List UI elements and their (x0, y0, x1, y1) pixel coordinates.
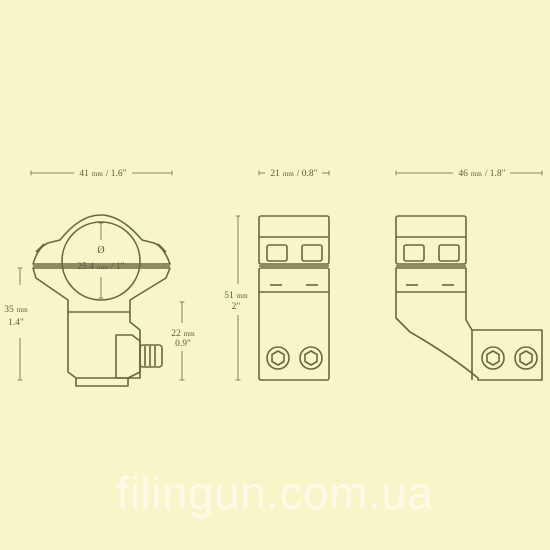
side-top-screw-right (301, 244, 323, 262)
side-cap-block (258, 215, 330, 265)
offset-top-screw-left (403, 244, 425, 262)
dim-label-clamp-height-inch: 0.9" (175, 339, 191, 349)
dim-label-mount-height-inch: 1.4" (8, 318, 24, 328)
offset-bolt-right (514, 346, 538, 370)
side-bolt-left (266, 346, 290, 370)
front-ring-body (32, 267, 171, 313)
offset-top-screw-right (438, 244, 460, 262)
side-top-screw-left (266, 244, 288, 262)
offset-body (395, 267, 543, 381)
front-cap-ear-left (35, 243, 45, 253)
offset-cap-block (395, 215, 467, 265)
offset-side-view (395, 215, 543, 381)
dim-label-diameter-symbol: Ø (97, 245, 104, 256)
watermark: filingun.com.ua (116, 467, 434, 519)
front-thumb-screw (139, 344, 163, 368)
side-view (258, 215, 330, 381)
front-cap-ear-right (157, 243, 167, 253)
offset-bolt-left (481, 346, 505, 370)
front-view (32, 214, 171, 387)
front-rail-clamp (115, 334, 141, 379)
side-bolt-right (299, 346, 323, 370)
front-rail-slot (75, 378, 129, 387)
front-stem (67, 312, 141, 379)
side-body-block (258, 267, 330, 381)
scope-tube-circle (61, 221, 141, 301)
dim-label-total-height-inch: 2" (232, 302, 241, 312)
